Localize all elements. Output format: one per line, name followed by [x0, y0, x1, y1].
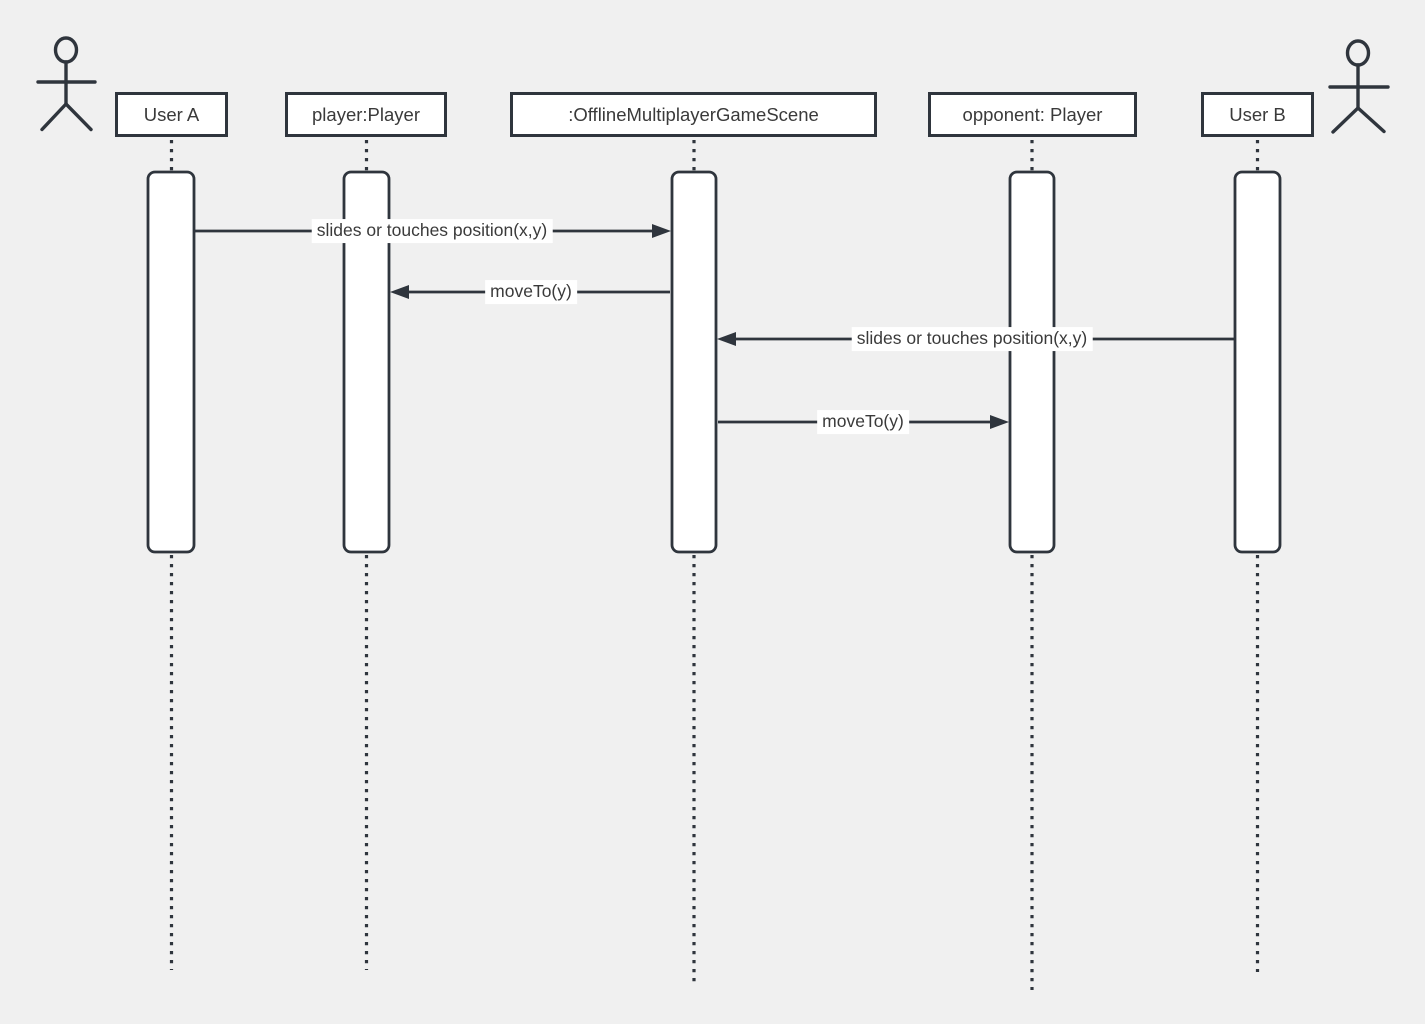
activation-bar-user-b[interactable] — [1233, 170, 1282, 554]
stick-figure-actor-icon-right[interactable] — [1328, 39, 1390, 134]
activation-bar-scene[interactable] — [670, 170, 718, 554]
participant-box-user-a[interactable]: User A — [115, 92, 228, 137]
stick-figure-actor-icon-left[interactable] — [36, 36, 97, 132]
participant-box-scene[interactable]: :OfflineMultiplayerGameScene — [510, 92, 877, 137]
activation-bar-opponent[interactable] — [1008, 170, 1056, 554]
participant-box-player[interactable]: player:Player — [285, 92, 447, 137]
message-label-2[interactable]: moveTo(y) — [485, 280, 577, 304]
activation-bar-user-a[interactable] — [146, 170, 196, 554]
message-label-4[interactable]: moveTo(y) — [817, 410, 909, 434]
participant-box-opponent[interactable]: opponent: Player — [928, 92, 1137, 137]
message-label-1[interactable]: slides or touches position(x,y) — [311, 219, 553, 243]
participant-box-user-b[interactable]: User B — [1201, 92, 1314, 137]
message-label-3[interactable]: slides or touches position(x,y) — [851, 327, 1093, 351]
activation-bar-player[interactable] — [342, 170, 391, 554]
